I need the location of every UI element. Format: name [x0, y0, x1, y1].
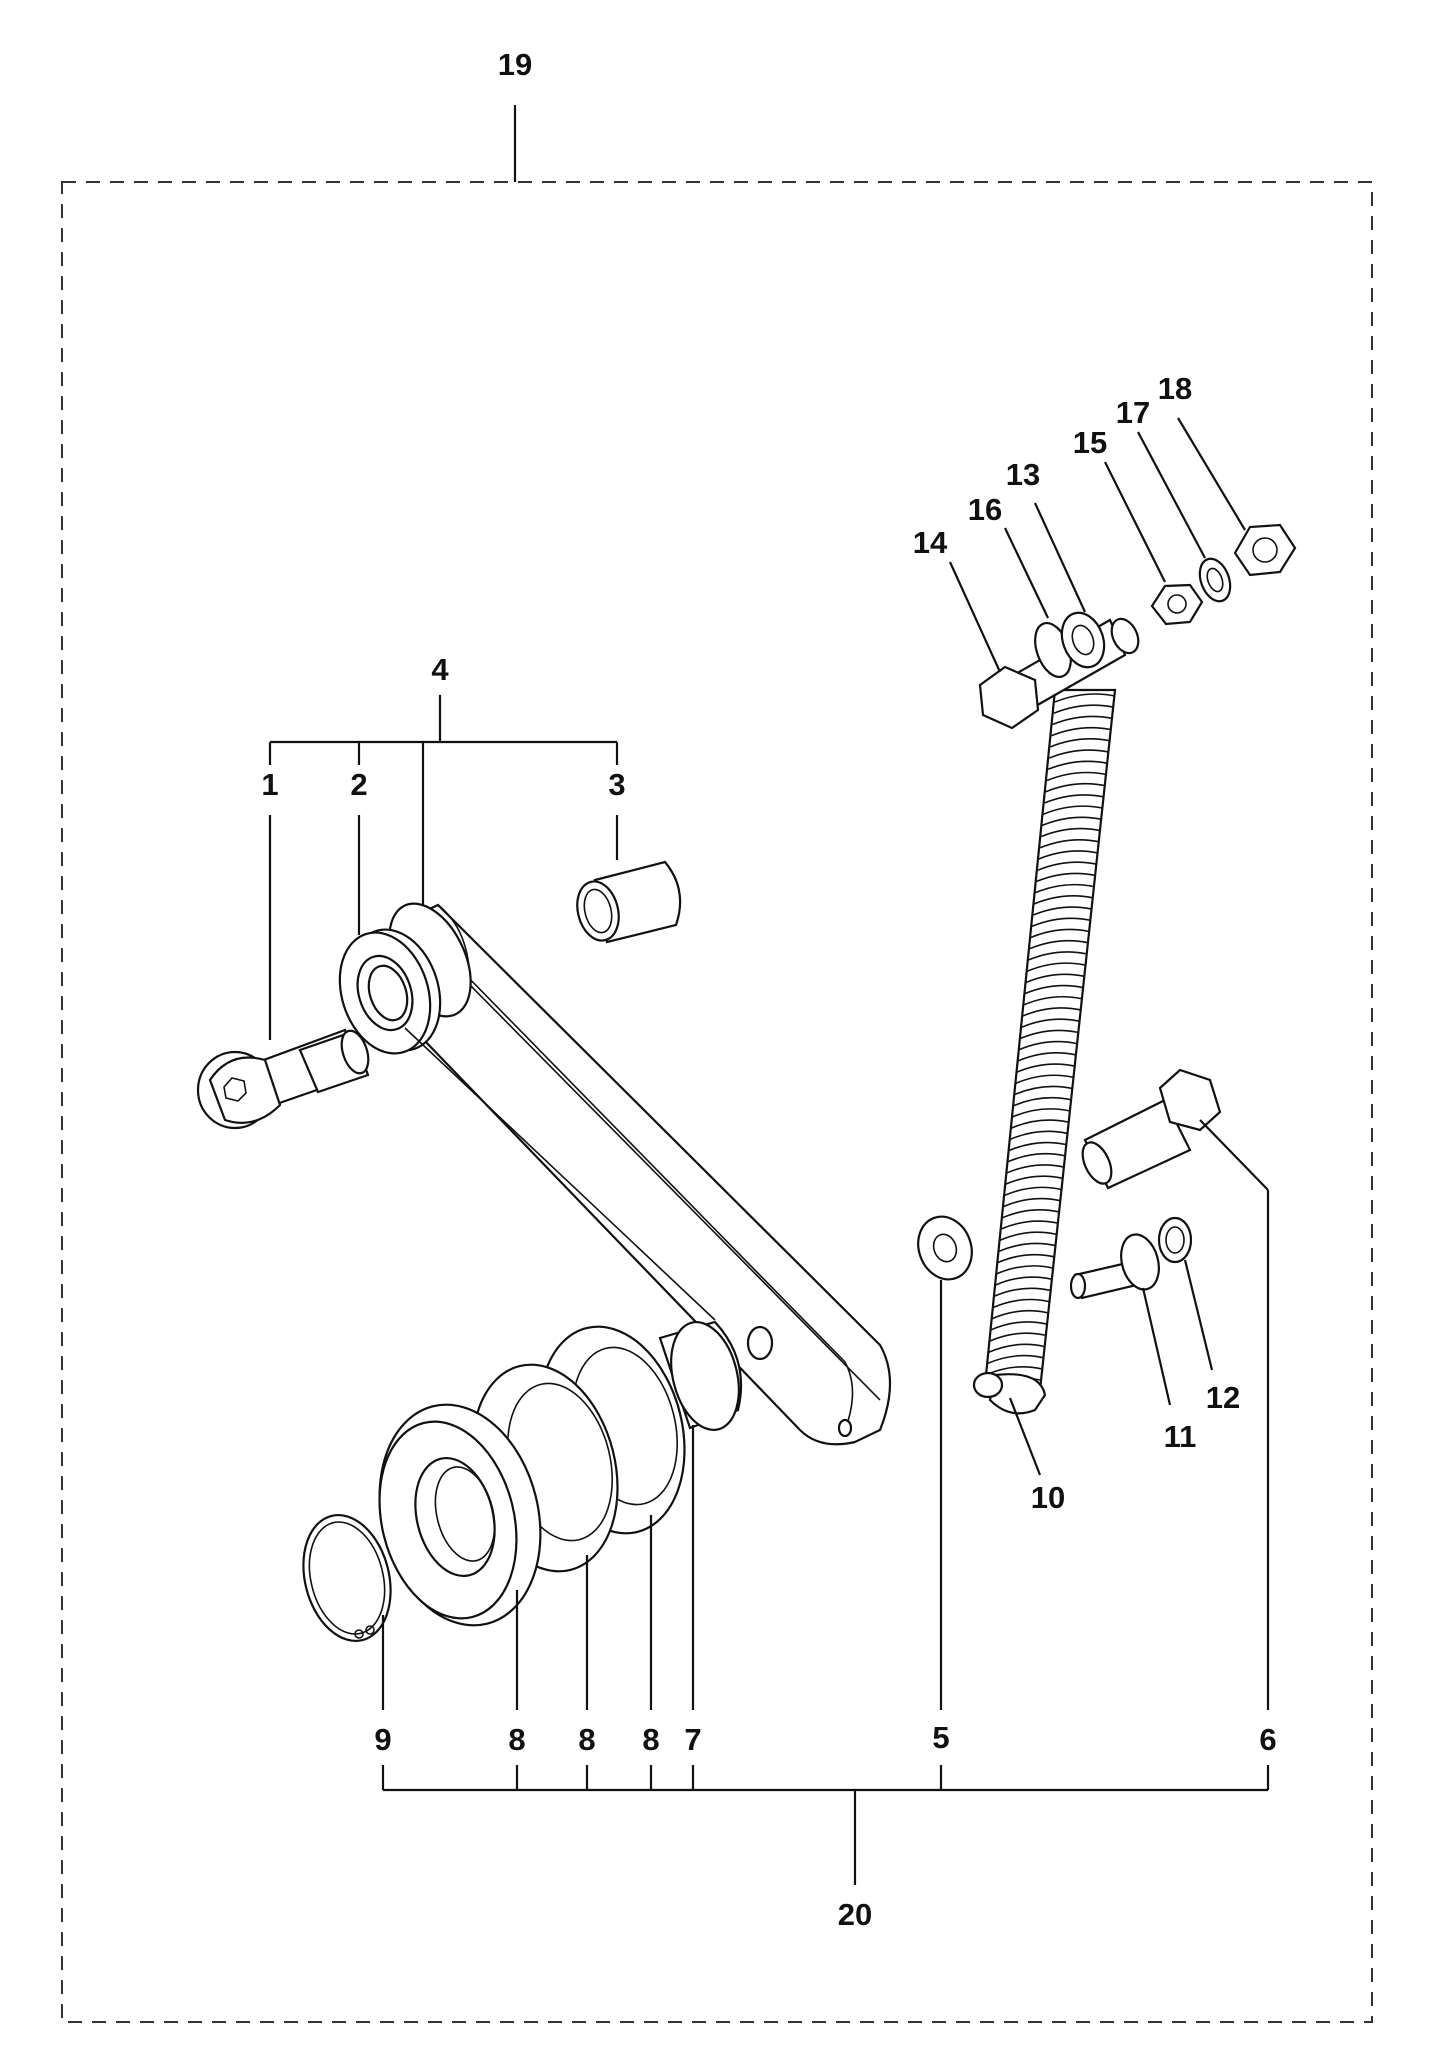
callout-9: 9 — [374, 1722, 391, 1757]
bracket-4 — [268, 695, 619, 920]
axis-line — [404, 1027, 716, 1321]
spring-coil — [1037, 861, 1097, 871]
spring-coil — [1052, 715, 1113, 726]
spring-coil — [1042, 816, 1102, 827]
callout-8: 8 — [508, 1722, 525, 1757]
spring-coil — [1011, 1119, 1069, 1129]
spring-coil — [998, 1242, 1055, 1253]
callout-8: 8 — [642, 1722, 659, 1757]
spring-coil — [1034, 895, 1094, 905]
washer — [917, 1215, 973, 1281]
spring-coil — [1026, 973, 1085, 984]
pivot-bolt — [196, 1028, 370, 1130]
spring-coil — [1023, 995, 1082, 1006]
spring-coil — [1045, 782, 1106, 793]
hex-bolt — [1081, 1068, 1222, 1190]
callout-20: 20 — [838, 1897, 872, 1932]
callout-7: 7 — [684, 1722, 701, 1757]
spring-coil — [1003, 1197, 1060, 1208]
spring-coil — [1004, 1186, 1062, 1197]
spring-coil — [1019, 1040, 1078, 1051]
spring-coil — [996, 1265, 1053, 1275]
spring-coil — [997, 1253, 1054, 1264]
spring-coil — [1040, 827, 1101, 838]
spring-coil — [1048, 749, 1110, 759]
spring-coil — [1024, 984, 1084, 995]
spring-coil — [1030, 928, 1090, 939]
spring-anchor-hardware — [978, 523, 1297, 730]
spring-coil — [1020, 1029, 1079, 1040]
callout-3: 3 — [608, 767, 625, 802]
spring-coil — [991, 1309, 1048, 1320]
callout-19: 19 — [498, 47, 532, 82]
spring-coil — [986, 1354, 1043, 1365]
callout-18: 18 — [1158, 371, 1192, 406]
callout-13: 13 — [1006, 457, 1040, 492]
spring-coil — [1008, 1141, 1066, 1152]
callout-12: 12 — [1206, 1380, 1240, 1415]
callout-8: 8 — [578, 1722, 595, 1757]
extension-spring — [972, 688, 1117, 1415]
spring-coil — [1032, 906, 1092, 916]
circlip — [302, 1513, 392, 1643]
spring-coil — [988, 1343, 1044, 1354]
spring-coil — [1022, 1007, 1081, 1017]
callout-17: 17 — [1116, 395, 1150, 430]
spring-coil — [1053, 704, 1114, 714]
callout-15: 15 — [1073, 425, 1107, 460]
spring-coil — [1014, 1085, 1073, 1096]
callout-6: 6 — [1259, 1722, 1276, 1757]
spring-coil — [1013, 1096, 1071, 1107]
spring-coil — [1038, 850, 1098, 860]
leader-lines — [268, 417, 1270, 1710]
spring-coil — [1036, 872, 1096, 883]
roller-assembly — [378, 1320, 743, 1627]
bracket-20 — [381, 1765, 1270, 1885]
spring-coil — [1029, 939, 1089, 950]
spring-coil — [1039, 839, 1100, 849]
spring-coil — [1027, 962, 1086, 972]
assembly-boundary-19 — [61, 181, 1373, 2023]
spring-coil — [1009, 1130, 1068, 1141]
callout-10: 10 — [1031, 1480, 1065, 1515]
shoulder-bolt — [1069, 1216, 1193, 1300]
spring-coil — [1017, 1052, 1076, 1062]
spring-coil — [1005, 1175, 1063, 1185]
spring-coil — [1043, 805, 1103, 815]
spring-coil — [999, 1231, 1057, 1241]
spring-coil — [1054, 693, 1116, 703]
spring-coil — [1044, 794, 1105, 804]
spring-coil — [1035, 883, 1095, 894]
spring-coil — [1051, 726, 1112, 737]
callout-11: 11 — [1164, 1419, 1197, 1454]
callout-1: 1 — [261, 767, 278, 802]
spring-coil — [1047, 760, 1108, 771]
spring-coil — [1015, 1074, 1074, 1084]
bearing — [338, 928, 442, 1055]
spring-coil — [990, 1321, 1047, 1331]
spring-coil — [1000, 1220, 1058, 1230]
spring-coil — [1050, 738, 1111, 748]
spring-coil — [1016, 1063, 1075, 1073]
spring-coil — [1001, 1209, 1059, 1219]
bushing — [576, 860, 682, 944]
callout-2: 2 — [350, 767, 367, 802]
spring-coil — [995, 1276, 1052, 1286]
spring-coil — [1021, 1018, 1080, 1028]
spring-coil — [993, 1287, 1051, 1298]
callout-4: 4 — [431, 652, 449, 687]
spring-coil — [1031, 917, 1091, 928]
spring-coil — [1028, 951, 1087, 961]
spring-coil — [1006, 1164, 1064, 1174]
spring-coil — [992, 1298, 1049, 1309]
callout-14: 14 — [913, 525, 948, 560]
spring-coil — [1012, 1108, 1070, 1118]
spring-coil — [989, 1332, 1046, 1342]
callout-5: 5 — [932, 1720, 949, 1755]
spring-coil — [1046, 771, 1107, 782]
callout-16: 16 — [968, 492, 1002, 527]
spring-coil — [1007, 1152, 1065, 1163]
